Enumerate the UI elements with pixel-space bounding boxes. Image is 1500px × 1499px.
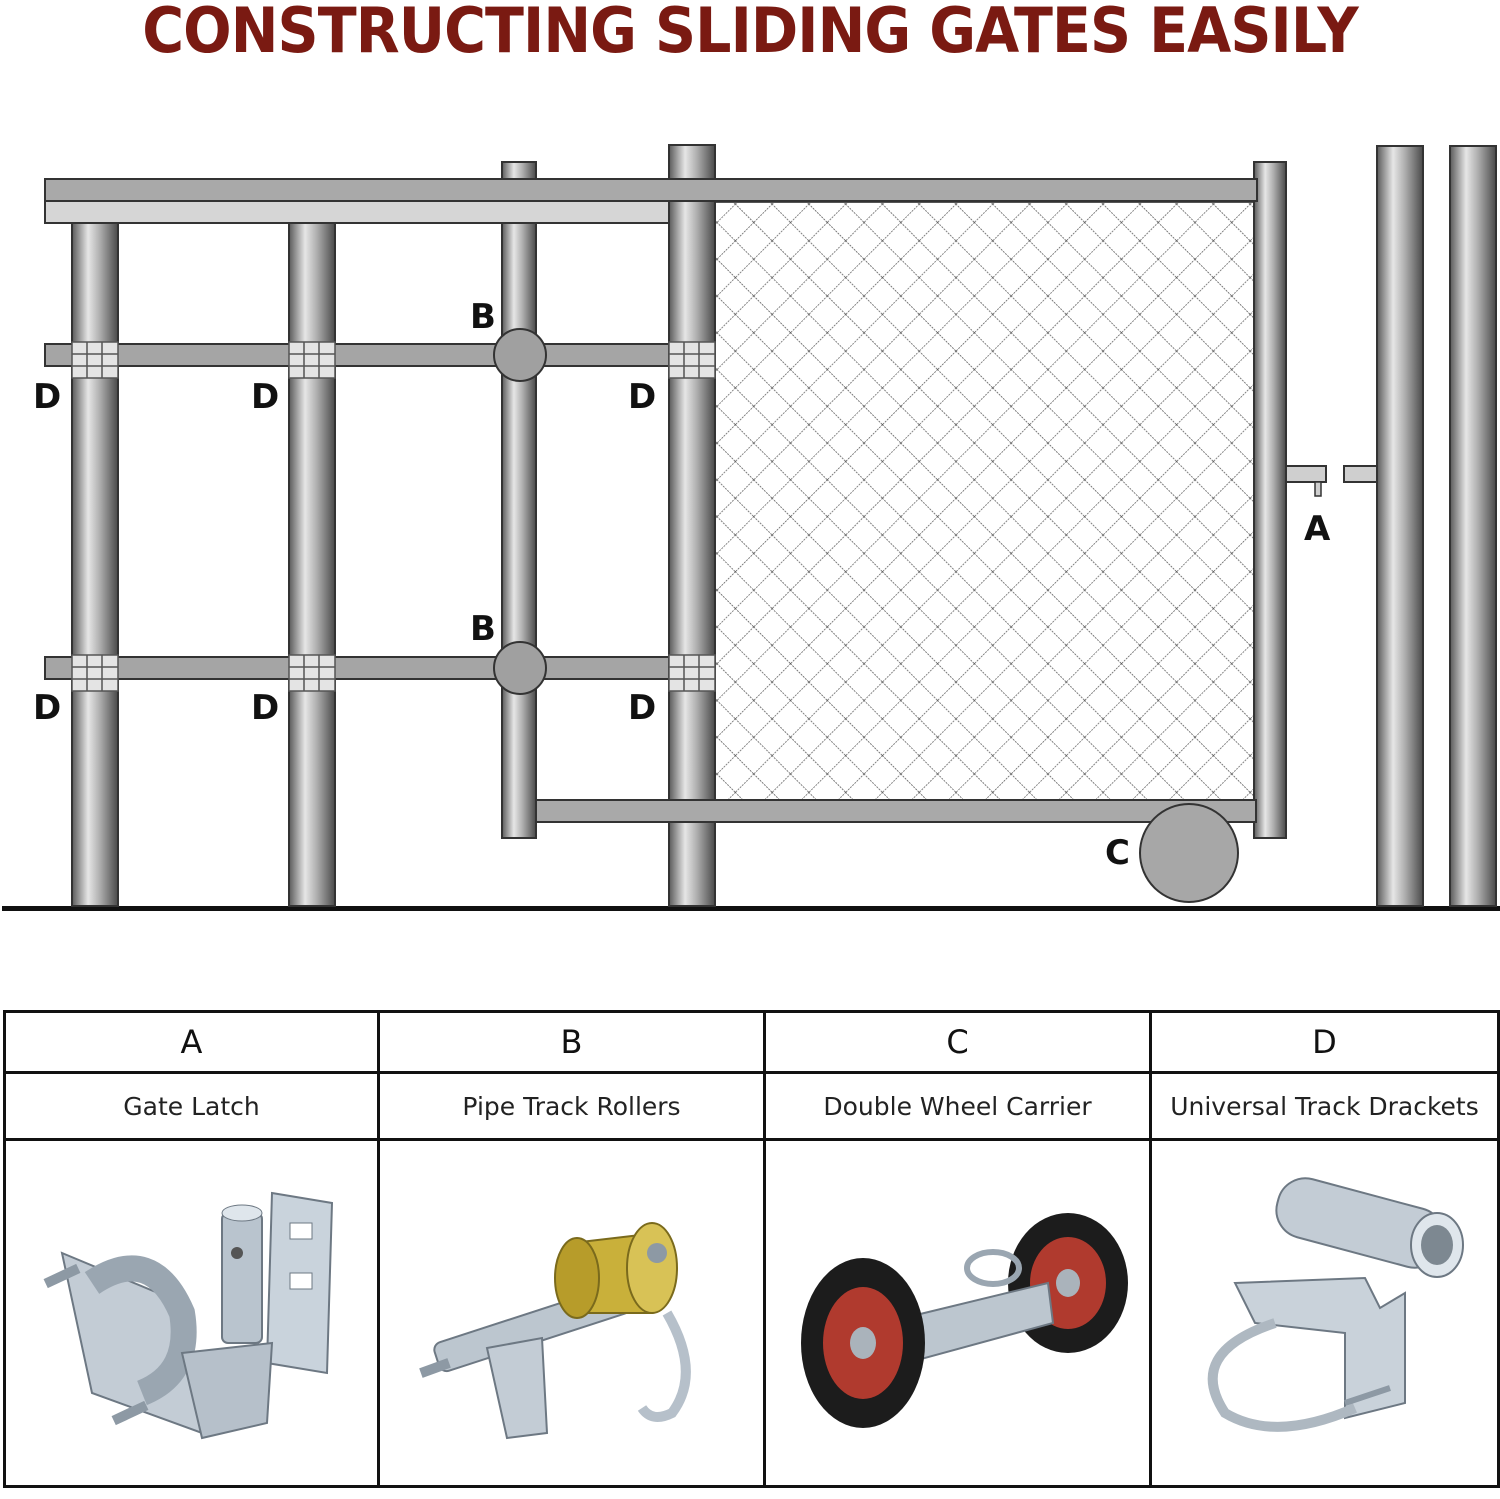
latch-catch [1343,465,1378,483]
chain-link-mesh [711,201,1257,801]
gate-latch-icon [43,1191,333,1440]
gate-upright [1253,161,1287,839]
label-d: D [251,688,279,728]
double-wheel-carrier-icon [800,1213,1128,1428]
part-key: B [377,1010,766,1074]
label-d: D [33,377,61,417]
part-photo-cell [763,1138,1152,1488]
parts-key-row: A B C D [3,1010,1500,1074]
part-key: A [3,1010,380,1074]
top-rail [44,178,1258,202]
label-c: C [1105,833,1130,873]
sliding-gate-diagram: B B D D D D D D A C [2,144,1500,911]
part-key: C [763,1010,1152,1074]
parts-photo-row [3,1138,1500,1488]
parts-table: A B C D Gate Latch Pipe Track Rollers Do… [3,1010,1500,1488]
universal-track-bracket-icon [1207,1177,1464,1432]
ground-line [2,906,1500,911]
part-name: Gate Latch [3,1071,380,1141]
pipe-track-roller-icon [418,1222,691,1440]
part-name: Universal Track Drackets [1149,1071,1500,1141]
part-photo-cell [377,1138,766,1488]
gate-upright [501,161,537,839]
track-rail [44,656,670,680]
track-rail [44,343,670,367]
bottom-rail [535,799,1257,823]
track-roller [493,328,547,382]
latch-post [1376,145,1424,907]
page-title: CONSTRUCTING SLIDING GATES EASILY [142,0,1358,67]
top-rail [44,200,670,224]
latch-pin [1314,481,1322,497]
fence-post [71,222,119,907]
label-a: A [1304,509,1331,549]
part-name: Double Wheel Carrier [763,1071,1152,1141]
label-d: D [251,377,279,417]
fence-post [668,144,716,907]
gate-latch [1285,465,1327,483]
track-brackets [71,341,716,692]
label-b: B [470,609,496,649]
label-d: D [33,688,61,728]
fence-post [288,222,336,907]
label-b: B [470,297,496,337]
part-photo-cell [3,1138,380,1488]
part-name: Pipe Track Rollers [377,1071,766,1141]
parts-name-row: Gate Latch Pipe Track Rollers Double Whe… [3,1071,1500,1141]
track-roller [493,641,547,695]
label-d: D [628,377,656,417]
part-photo-cell [1149,1138,1500,1488]
part-key: D [1149,1010,1500,1074]
wheel-carrier [1139,803,1239,903]
latch-post [1449,145,1497,907]
label-d: D [628,688,656,728]
